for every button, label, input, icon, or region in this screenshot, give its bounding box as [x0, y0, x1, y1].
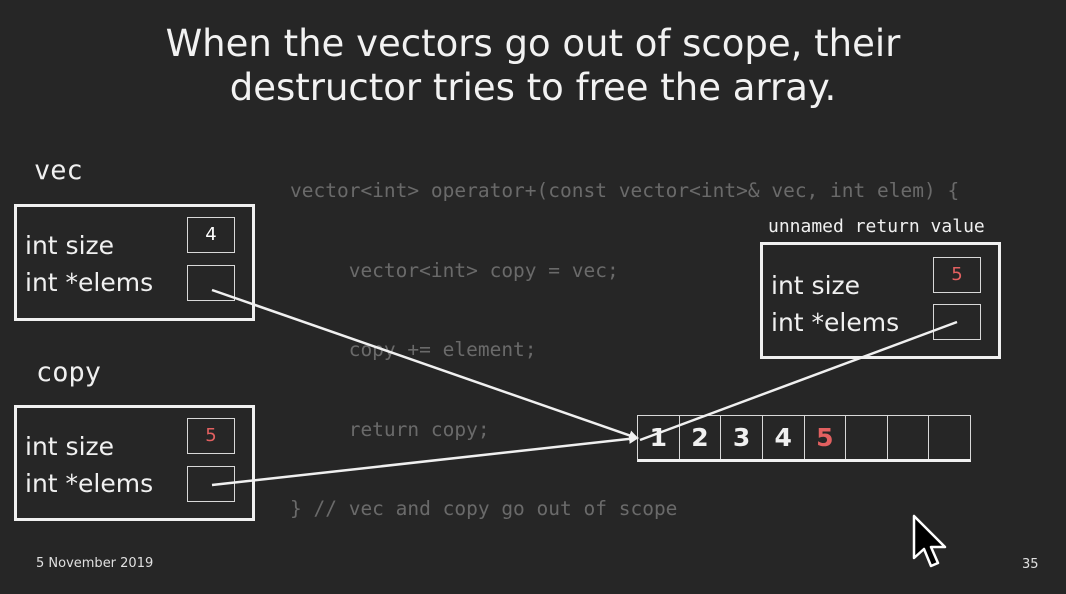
ret-size-label: int size: [771, 271, 861, 300]
vec-elems-label: int *elems: [25, 268, 154, 297]
code-line: vector<int> operator+(const vector<int>&…: [290, 179, 960, 202]
ret-size-value: 5: [933, 257, 981, 293]
copy-label: copy: [36, 357, 102, 388]
copy-elems-arrow: [211, 433, 639, 487]
array-cell: 5: [805, 416, 847, 459]
copy-size-label: int size: [25, 432, 115, 461]
slide-page-number: 35: [1022, 557, 1039, 572]
return-object-box: int size int *elems 5: [760, 242, 1001, 359]
array-cell: 4: [763, 416, 805, 459]
copy-size-value: 5: [187, 418, 235, 454]
code-line: vector<int> copy = vec;: [290, 258, 619, 282]
array-cell: 3: [721, 416, 763, 459]
vec-size-value: 4: [187, 217, 235, 253]
mouse-cursor-icon: [912, 514, 947, 568]
slide-title: When the vectors go out of scope, their …: [0, 22, 1066, 110]
copy-object-box: int size int *elems 5: [14, 405, 255, 521]
code-line: } // vec and copy go out of scope: [290, 497, 678, 520]
vec-elems-pointer: [187, 265, 235, 301]
vec-size-label: int size: [25, 231, 115, 260]
vec-elems-arrow: [211, 288, 639, 441]
ret-elems-pointer: [933, 304, 981, 340]
array-cell: [888, 416, 930, 459]
array-cell: [846, 416, 888, 459]
code-line: copy += element;: [290, 338, 537, 361]
vec-label: vec: [34, 155, 83, 186]
copy-elems-label: int *elems: [25, 469, 154, 498]
slide-date: 5 November 2019: [36, 556, 154, 571]
ret-elems-arrow: [639, 320, 958, 442]
title-line-2: destructor tries to free the array.: [229, 66, 837, 109]
code-block: vector<int> operator+(const vector<int>&…: [290, 125, 959, 549]
title-line-1: When the vectors go out of scope, their: [165, 22, 901, 65]
copy-elems-pointer: [187, 466, 235, 502]
return-value-label: unnamed return value: [768, 216, 985, 237]
ret-elems-label: int *elems: [771, 308, 900, 337]
vec-object-box: int size int *elems 4: [14, 204, 255, 321]
array-cell: 2: [680, 416, 722, 459]
code-line: return copy;: [290, 417, 490, 441]
